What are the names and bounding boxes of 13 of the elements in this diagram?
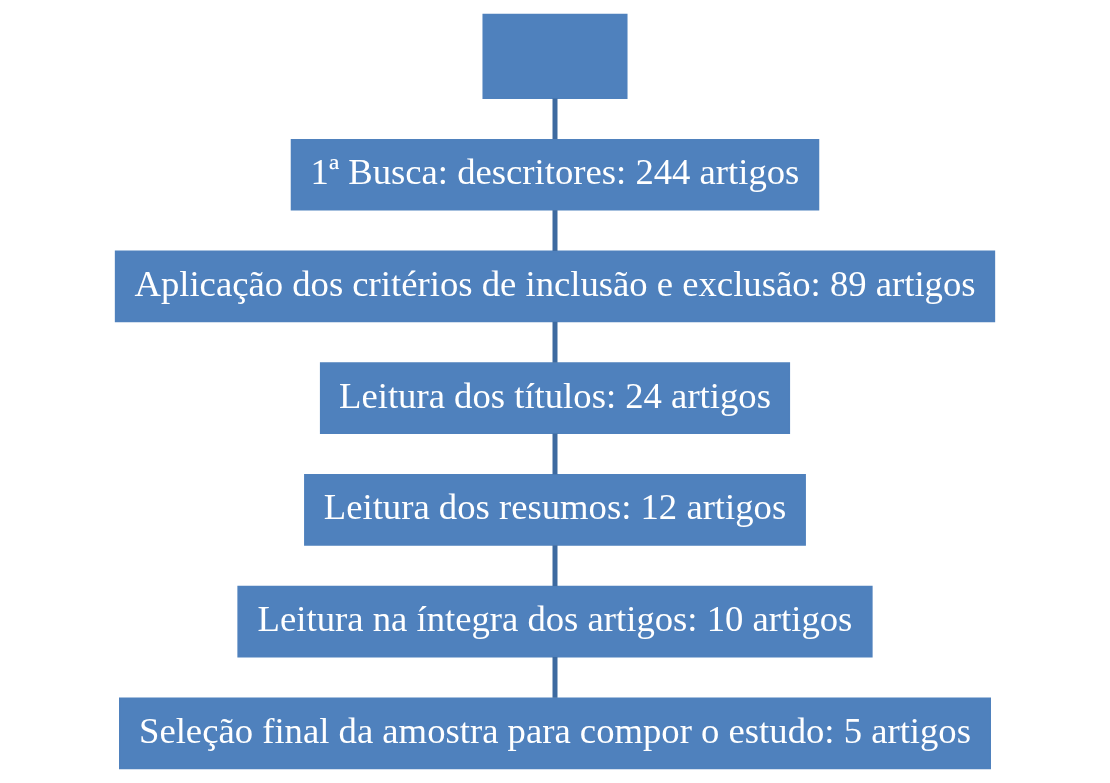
connector	[552, 656, 558, 698]
node-box: Aplicação dos critérios de inclusão e exclusão: 89 artigos	[114, 250, 996, 323]
node-box: 1ª Busca: descritores: 244 artigos	[290, 138, 820, 211]
node-box: Leitura dos títulos: 24 artigos	[319, 362, 791, 434]
node-box: Leitura na íntegra dos artigos: 10 artigos	[237, 585, 873, 658]
connector	[552, 545, 558, 587]
node-box	[482, 13, 628, 99]
connector	[552, 433, 558, 475]
node-box: Seleção final da amostra para compor o estudo: 5 artigos	[119, 697, 991, 770]
connector	[552, 210, 558, 251]
connector	[552, 98, 558, 140]
node-box: Leitura dos resumos: 12 artigos	[304, 474, 806, 546]
connector	[552, 321, 558, 363]
